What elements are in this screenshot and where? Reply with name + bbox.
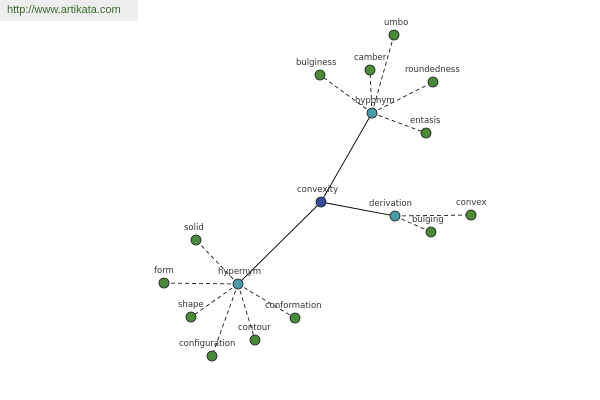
word-label-camber[interactable]: camber xyxy=(354,53,387,63)
word-node-camber[interactable] xyxy=(364,64,376,76)
word-node-convex[interactable] xyxy=(465,209,477,221)
center-label-convexity[interactable]: convexity xyxy=(297,185,338,195)
edge-hypernym-form xyxy=(163,282,239,285)
relation-node-hypernym[interactable] xyxy=(232,278,244,290)
word-node-contour[interactable] xyxy=(249,334,261,346)
relation-label-hypernym[interactable]: hypernym xyxy=(218,267,261,277)
edge-hyponym-camber xyxy=(369,69,373,114)
graph-nodes xyxy=(158,29,477,362)
word-node-roundedness[interactable] xyxy=(427,76,439,88)
word-node-form[interactable] xyxy=(158,277,170,289)
word-label-roundedness[interactable]: roundedness xyxy=(405,65,460,75)
word-label-bulging[interactable]: bulging xyxy=(412,215,444,225)
relation-node-derivation[interactable] xyxy=(389,210,401,222)
word-node-entasis[interactable] xyxy=(420,127,432,139)
edge-hypernym-contour xyxy=(237,283,256,341)
edge-convexity-hyponym xyxy=(320,112,373,203)
word-node-bulging[interactable] xyxy=(425,226,437,238)
edge-derivation-convex xyxy=(394,214,472,217)
edge-hyponym-entasis xyxy=(371,112,427,134)
center-node-convexity[interactable] xyxy=(315,196,327,208)
relation-node-hyponym[interactable] xyxy=(366,107,378,119)
word-label-solid[interactable]: solid xyxy=(184,223,204,233)
edge-hypernym-configuration xyxy=(211,283,239,357)
word-node-conformation[interactable] xyxy=(289,312,301,324)
word-node-bulginess[interactable] xyxy=(314,69,326,81)
word-label-umbo[interactable]: umbo xyxy=(384,18,408,28)
edge-hypernym-shape xyxy=(190,283,239,318)
relation-label-derivation[interactable]: derivation xyxy=(369,199,412,209)
word-label-bulginess[interactable]: bulginess xyxy=(296,58,337,68)
site-url-label[interactable]: http://www.artikata.com xyxy=(0,0,138,21)
edge-convexity-derivation xyxy=(320,201,396,217)
word-node-solid[interactable] xyxy=(190,234,202,246)
edge-hyponym-bulginess xyxy=(319,74,373,114)
word-label-form[interactable]: form xyxy=(154,266,174,276)
word-label-convex[interactable]: convex xyxy=(456,198,486,208)
graph-labels: convexity hyponym umbo camber bulginess round… xyxy=(154,18,486,349)
word-label-contour[interactable]: contour xyxy=(238,323,271,333)
relation-label-hyponym[interactable]: hyponym xyxy=(355,96,395,106)
word-label-shape[interactable]: shape xyxy=(178,300,204,310)
edge-convexity-hypernym xyxy=(237,201,322,285)
word-label-conformation[interactable]: conformation xyxy=(265,301,322,311)
word-node-umbo[interactable] xyxy=(388,29,400,41)
graph-edges xyxy=(163,34,472,357)
site-url-text: http://www.artikata.com xyxy=(7,4,121,16)
edge-hypernym-solid xyxy=(195,239,239,285)
word-label-configuration[interactable]: configuration xyxy=(179,339,235,349)
word-node-shape[interactable] xyxy=(185,311,197,323)
word-node-configuration[interactable] xyxy=(206,350,218,362)
edge-hyponym-roundedness xyxy=(371,81,434,114)
word-label-entasis[interactable]: entasis xyxy=(410,116,441,126)
